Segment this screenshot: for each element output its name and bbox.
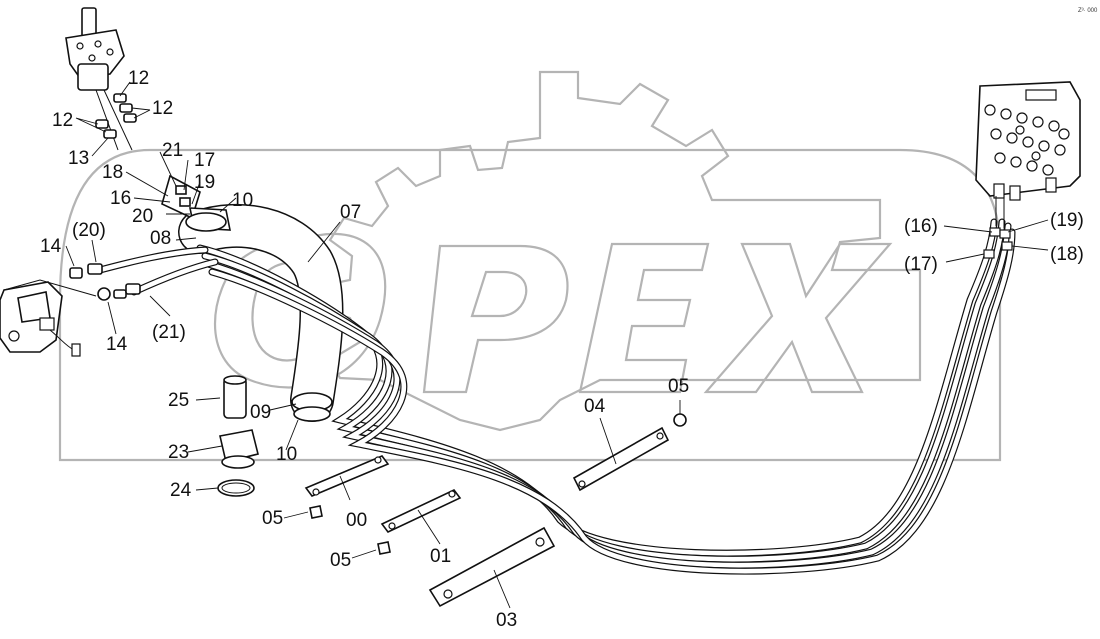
- callout-24: 24: [170, 480, 192, 501]
- callout-19: 19: [194, 172, 215, 193]
- callout-25: 25: [168, 390, 189, 411]
- callout-16: 16: [110, 188, 131, 209]
- callout-04: 04: [584, 396, 606, 417]
- callout-13: 13: [68, 148, 89, 169]
- callout-00: 00: [346, 510, 367, 531]
- callout-14a: 14: [40, 236, 62, 257]
- callout-09: 09: [250, 402, 271, 423]
- callout-12a: 12: [128, 68, 149, 89]
- callout-19-paren: (19): [1050, 210, 1084, 231]
- callout-21: 21: [162, 140, 183, 161]
- callout-10b: 10: [276, 444, 297, 465]
- callout-20-paren: (20): [72, 220, 106, 241]
- callout-08: 08: [150, 228, 171, 249]
- callout-23: 23: [168, 442, 189, 463]
- callout-20: 20: [132, 206, 153, 227]
- watermark-letter-p: [422, 244, 569, 394]
- callout-05c: 05: [668, 376, 689, 397]
- bracket-03: [428, 526, 556, 608]
- brackets: [304, 426, 670, 608]
- bracket-01: [380, 488, 462, 534]
- watermark-letter-x: [703, 242, 893, 394]
- callout-labels: 12 12 12 13 21 17 18 19 16 20 10 07 08 (…: [40, 68, 1084, 631]
- callout-05b: 05: [330, 550, 351, 571]
- fitting-group-12: [95, 93, 137, 139]
- bracket-00: [304, 455, 390, 497]
- callout-03: 03: [496, 610, 517, 631]
- bolts-05: [309, 413, 687, 555]
- callout-01: 01: [430, 546, 451, 567]
- control-valve: [975, 81, 1081, 259]
- watermark-letter-e: [578, 242, 710, 394]
- callout-05a: 05: [262, 508, 283, 529]
- callout-18: 18: [102, 162, 123, 183]
- callout-17: 17: [194, 150, 215, 171]
- callout-21-paren: (21): [152, 322, 186, 343]
- fittings-14: [69, 263, 141, 301]
- callout-18-paren: (18): [1050, 244, 1084, 265]
- hose-run-long: [196, 218, 1016, 575]
- corner-code: Z³· 000: [1078, 8, 1098, 14]
- callout-16-paren: (16): [904, 216, 938, 237]
- watermark-logo: [58, 70, 1002, 462]
- pipe-clamps: [185, 212, 333, 422]
- callout-12c: 12: [52, 110, 73, 131]
- callout-17-paren: (17): [904, 254, 938, 275]
- watermark-gear: [318, 70, 922, 432]
- callout-12b: 12: [152, 98, 173, 119]
- callout-07: 07: [340, 202, 361, 223]
- pilot-valve: [65, 7, 133, 151]
- bracket-04: [572, 426, 670, 492]
- watermark-oval: [58, 148, 1002, 462]
- left-valve-block: [0, 279, 97, 357]
- hose-bundle: [96, 204, 1016, 575]
- callout-14b: 14: [106, 334, 128, 355]
- leader-lines: [65, 81, 1049, 609]
- parts-23-25: [217, 375, 259, 497]
- callout-10a: 10: [232, 190, 253, 211]
